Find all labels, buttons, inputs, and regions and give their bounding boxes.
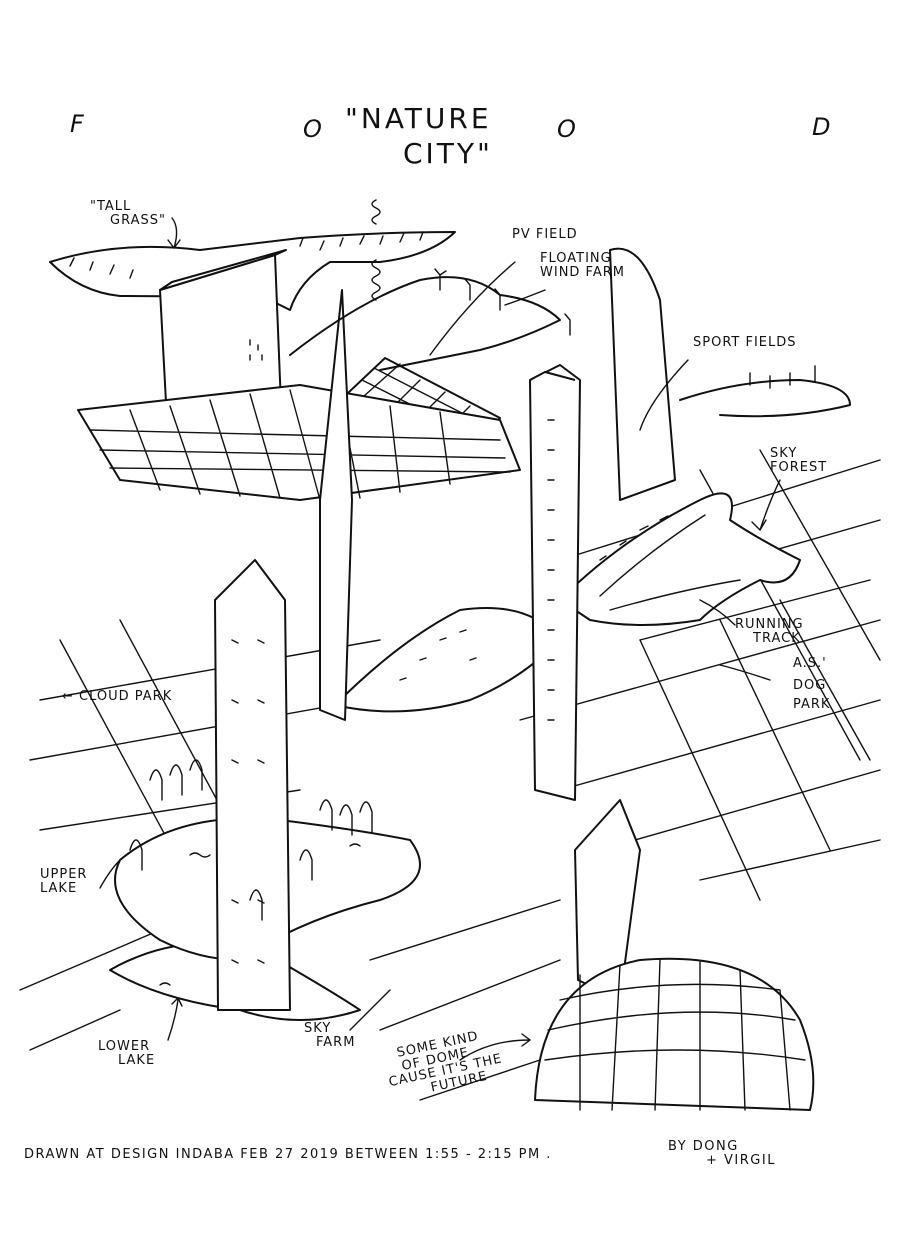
label-lower-lake: LOWER LAKE	[98, 1040, 155, 1067]
towers	[214, 247, 676, 1011]
label-sky-farm: SKY FARM	[304, 1022, 355, 1049]
title: "NATURE CITY"	[345, 104, 493, 169]
credit-line: BY DONG	[668, 1139, 739, 1154]
caption-credit: BY DONG + VIRGIL	[668, 1140, 776, 1167]
label-line: LAKE	[40, 880, 78, 896]
label-cloud-park: ← CLOUD PARK	[62, 689, 173, 704]
label-line: DOG	[793, 677, 827, 693]
middle-grid-slab	[77, 384, 521, 501]
label-line: LOWER	[98, 1039, 151, 1054]
label-floating-wind-farm: FLOATING WIND FARM	[540, 252, 625, 279]
letter-o-2: O	[557, 115, 578, 143]
label-line: FARM	[316, 1034, 356, 1050]
label-line: WIND FARM	[540, 264, 625, 280]
lower-right-building	[574, 799, 641, 1001]
label-line: GRASS"	[110, 212, 166, 228]
label-tall-grass: "TALL GRASS"	[90, 200, 166, 227]
spring-coil	[371, 199, 381, 301]
label-pv-field: PV FIELD	[512, 227, 578, 242]
sport-fields-hill	[679, 365, 851, 418]
wind-farm-hill	[289, 268, 571, 371]
label-sky-forest: SKY FOREST	[770, 447, 827, 474]
letter-f: F	[70, 110, 86, 138]
letter-d: D	[812, 113, 833, 141]
label-line: LAKE	[118, 1052, 156, 1068]
dome	[534, 957, 815, 1111]
label-running-track: RUNNING TRACK	[735, 618, 804, 645]
credit-line: + VIRGIL	[706, 1152, 776, 1168]
label-line: FLOATING	[540, 251, 612, 266]
cloud-park-trees	[129, 759, 373, 921]
caption: DRAWN AT DESIGN INDABA FEB 27 2019 BETWE…	[24, 1147, 552, 1162]
label-line: SKY	[304, 1021, 332, 1036]
label-line: "TALL	[90, 199, 132, 214]
label-line: TRACK	[753, 630, 801, 646]
label-as-dog-park: A.S.' DOG PARK	[793, 657, 830, 712]
label-line: FOREST	[770, 459, 828, 475]
label-line: RUNNING	[735, 617, 804, 632]
label-line: SKY	[770, 446, 798, 461]
sky-forest-platform	[559, 492, 801, 626]
label-line: PARK	[793, 697, 831, 713]
title-line-1: "NATURE	[345, 102, 492, 135]
annotation-leaders	[99, 217, 781, 1061]
label-line: UPPER	[40, 867, 88, 882]
label-line: A.S.'	[793, 656, 827, 671]
label-upper-lake: UPPER LAKE	[40, 868, 87, 895]
title-line-2: CITY"	[403, 137, 493, 171]
label-sport-fields: SPORT FIELDS	[693, 335, 797, 350]
dog-park-platform	[334, 607, 561, 713]
letter-o-1: O	[303, 115, 324, 143]
